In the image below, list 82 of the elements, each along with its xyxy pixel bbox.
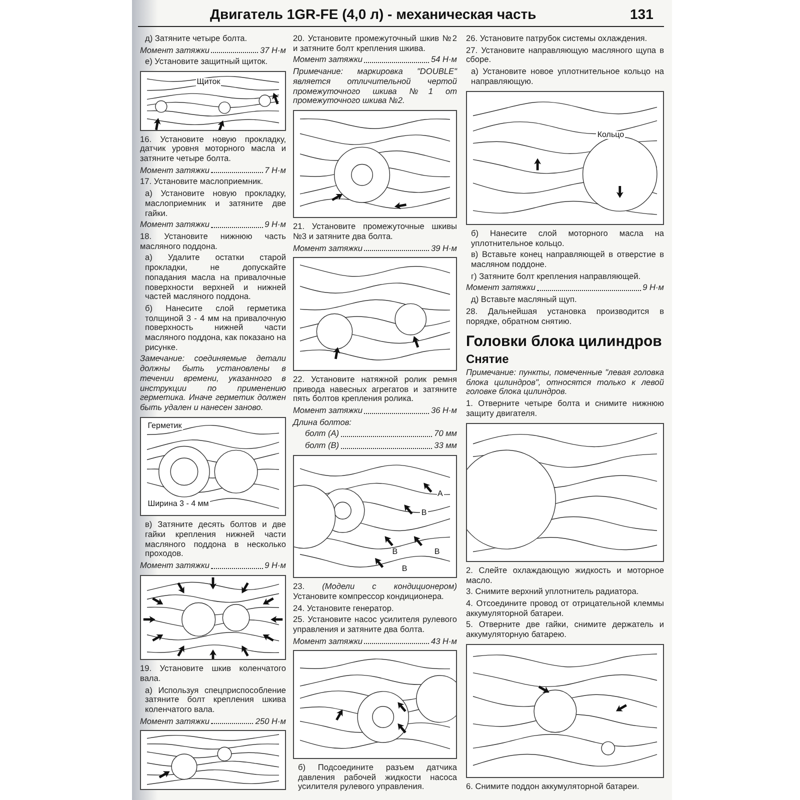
instruction-text: 25. Установите насос усилителя рулевого управления и затяните два болта. <box>293 615 457 635</box>
callout-letter: B <box>400 565 408 574</box>
instruction-text: а) Используя спецприспособление затяните болт крепления шкива коленчатого вала. <box>144 686 286 715</box>
instruction-text: 28. Дальнейшая установка производится в порядке, обратном снятию. <box>466 306 664 326</box>
instruction-text: 24. Установите генератор. <box>293 604 395 614</box>
illustration-frame <box>466 644 664 778</box>
torque-value: 36 Н·м <box>431 406 457 416</box>
instruction-text: г) Затяните болт крепления направляющей. <box>470 272 642 282</box>
instruction-text: д) Вставьте масляный щуп. <box>470 295 578 305</box>
callout-letter: A <box>436 490 444 498</box>
callout-label: Щиток <box>196 78 222 86</box>
torque-label: Момент затяжки <box>140 220 210 230</box>
page-title: Двигатель 1GR-FE (4,0 л) - механическая часть <box>210 6 536 22</box>
torque-label: Момент затяжки <box>140 46 210 56</box>
instruction-text: 17. Установите маслоприемник. <box>140 177 264 188</box>
instruction-text: е) Установите защитный щиток. <box>144 57 269 68</box>
torque-label: Момент затяжки <box>466 283 536 294</box>
illustration-frame <box>466 422 664 562</box>
note-text: Примечание: пункты, помеченные "левая головка блока цилиндров", относятся только к левой головке блока цилиндров. <box>466 368 664 398</box>
torque-value: 7 Н·м <box>264 166 286 176</box>
torque-label: Момент затяжки <box>140 166 210 176</box>
note-text: Примечание: маркировка "DOUBLE" является отличительной чертой промежуточного шкива №1 от промежуточного шкива №2. <box>293 67 457 106</box>
instruction-text: 5. Отверните две гайки, снимите держатель и аккумуляторную батарею. <box>466 620 664 640</box>
instruction-text: 21. Установите промежуточные шкивы №3 и затяните два болта. <box>293 222 457 242</box>
instruction-text: 6. Снимите поддон аккумуляторной батареи. <box>466 782 640 792</box>
torque-value: 54 Н·м <box>431 55 457 66</box>
instruction-text: б) Подсоедините разъем датчика давления рабочей жидкости насоса усилителя рулевого управления. <box>297 762 457 792</box>
illustration-frame <box>466 90 664 225</box>
illustration-frame <box>293 454 457 578</box>
torque-label: Момент затяжки <box>293 636 362 646</box>
torque-value: 39 Н·м <box>431 244 457 254</box>
instruction-text: а) Удалите остатки старой прокладки, не допускайте попадания масла на привалочные поверхности верхней и нижней частей масляного поддона. <box>144 253 286 302</box>
callout-letter: B <box>391 548 399 556</box>
torque-label: болт (A) <box>305 429 340 440</box>
instruction-text: 16. Установите новую прокладку, датчик уровня моторного масла и затяните четыре болта. <box>140 134 286 164</box>
illustration-frame <box>140 730 286 790</box>
torque-label: Момент затяжки <box>140 560 210 571</box>
torque-label: болт (B) <box>305 441 340 451</box>
torque-value: 33 мм <box>434 441 457 451</box>
instruction-text: а) Установите новую прокладку, маслоприемник и затяните две гайки. <box>144 189 286 218</box>
instruction-text: 2. Слейте охлаждающую жидкость и моторное масло. <box>466 566 664 586</box>
section-heading: Головки блока цилиндров <box>466 334 663 350</box>
callout-letter: B <box>420 509 428 518</box>
torque-value: 9 Н·м <box>264 560 286 571</box>
illustration-frame <box>293 110 457 218</box>
torque-label: Момент затяжки <box>293 244 362 254</box>
instruction-text: б) Нанесите слой моторного масла на уплотнительное кольцо. <box>470 228 664 248</box>
instruction-text: 3. Снимите верхний уплотнитель радиатора. <box>466 587 640 598</box>
instruction-text: 27. Установите направляющую масляного щупа в сборе. <box>466 46 664 66</box>
instruction-text: б) Нанесите слой герметика толщиной 3 - 4 мм на привалочную поверхность нижней части масляного поддона, как показано на рисунке. <box>144 304 286 352</box>
torque-label: Момент затяжки <box>293 55 362 66</box>
illustration-frame <box>293 650 457 759</box>
instruction-text: 19. Установите шкив коленчатого вала. <box>140 664 286 684</box>
instruction-text: д) Затяните четыре болта. <box>144 34 248 44</box>
illustration-frame <box>140 416 286 516</box>
instruction-text: 4. Отсоедините провод от отрицательной клеммы аккумуляторной батареи. <box>466 599 664 618</box>
torque-value: 43 Н·м <box>431 636 457 646</box>
callout-label: Кольцо <box>596 131 626 140</box>
torque-label: Момент затяжки <box>140 716 210 726</box>
illustration-frame <box>293 257 457 371</box>
torque-value: 9 Н·м <box>642 283 664 294</box>
torque-value: 70 мм <box>434 429 457 440</box>
instruction-text: 26. Установите патрубок системы охлаждения. <box>466 34 648 44</box>
callout-letter: B <box>433 548 441 556</box>
instruction-text: 22. Установите натяжной ролик ремня привода навесных агрегатов и затяните пять болтов крепления ролика. <box>293 374 457 404</box>
callout-label: Ширина 3 - 4 мм <box>146 500 210 508</box>
instruction-text: Длина болтов: <box>293 418 352 428</box>
torque-label: Момент затяжки <box>293 406 362 416</box>
subsection-heading: Снятие <box>466 352 510 366</box>
page-number: 131 <box>630 6 654 22</box>
instruction-text: 18. Установите нижнюю часть масляного поддона. <box>140 232 286 252</box>
illustration-frame <box>140 71 286 131</box>
instruction-text: а) Установите новое уплотнительное кольцо на направляющую. <box>470 67 664 87</box>
callout-label: Герметик <box>146 422 183 430</box>
instruction-text: 23. (Модели с кондиционером) Установите компрессор кондиционера. <box>293 582 457 602</box>
torque-value: 9 Н·м <box>264 220 286 230</box>
instruction-text: в) Вставьте конец направляющей в отверстие в масляном поддоне. <box>470 250 664 270</box>
instruction-text: 20. Установите промежуточный шкив №2 и затяните болт крепления шкива. <box>293 34 457 54</box>
note-text: Замечание: соединяемые детали должны быть установлены в течении времени, указанного в инструкции по применению герметика. Иначе герметик должен быть удален и нанесен заново. <box>140 354 286 413</box>
torque-value: 37 Н·м <box>260 46 286 56</box>
instruction-text: в) Затяните десять болтов и две гайки крепления нижней части масляного поддона в несколько проходов. <box>144 520 286 559</box>
torque-value: 250 Н·м <box>255 716 286 726</box>
